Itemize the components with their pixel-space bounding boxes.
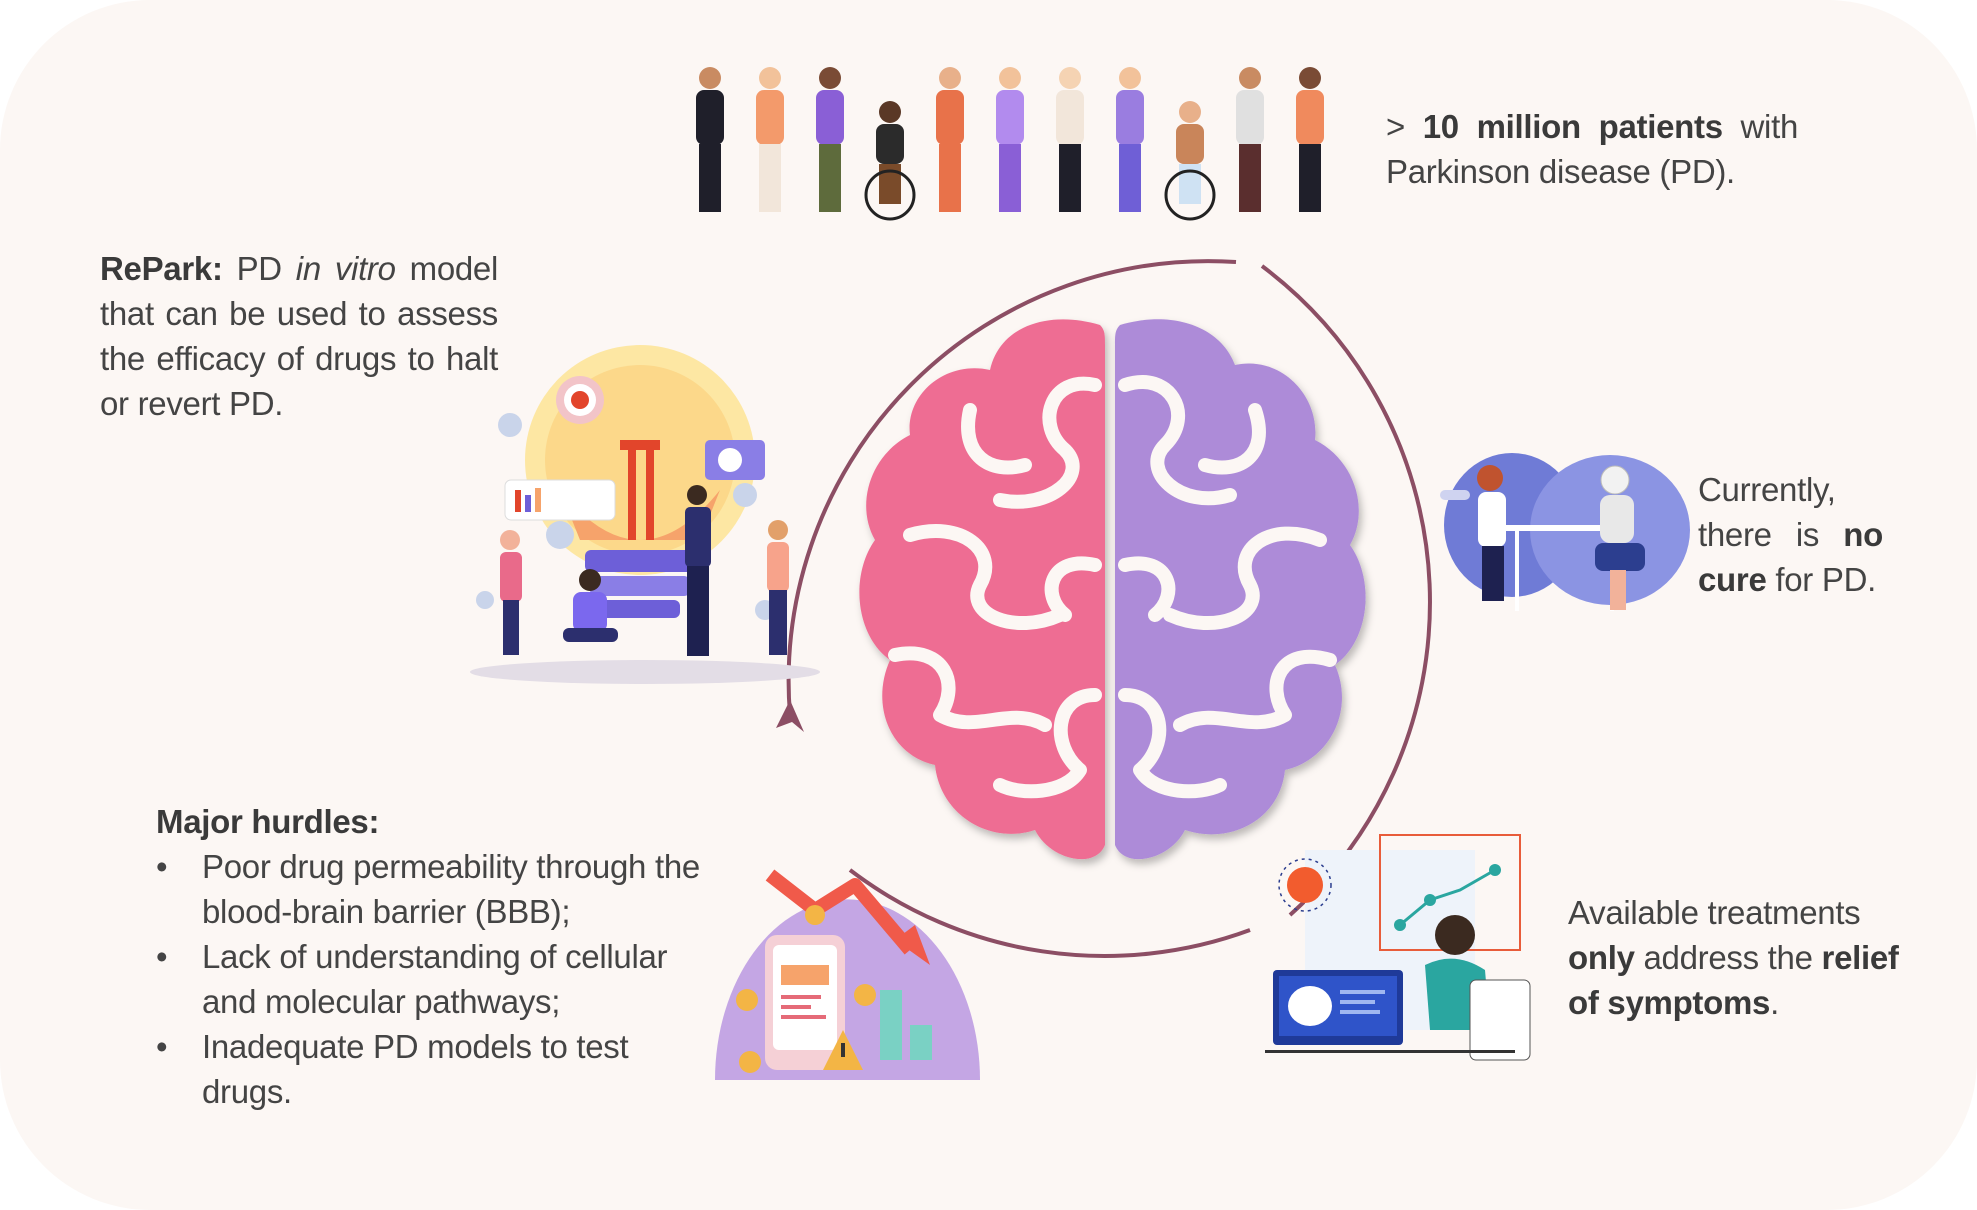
person-head — [759, 67, 781, 89]
person-body — [1176, 124, 1204, 164]
person-legs — [819, 144, 841, 212]
brain-icon — [859, 319, 1366, 860]
person-head — [1119, 67, 1141, 89]
financial-decline-illustration — [715, 869, 980, 1080]
repark-label: RePark: — [100, 250, 223, 287]
cycle-arrowhead — [776, 700, 804, 732]
treatments-text: Available treatments only address the re… — [1568, 894, 1899, 1021]
person-head — [1059, 67, 1081, 89]
person-body — [816, 90, 844, 145]
person-legs — [699, 144, 721, 212]
wheelchair-wheel — [864, 169, 916, 221]
person-body — [936, 90, 964, 145]
person-body — [876, 124, 904, 164]
repark-text: RePark: PD in vitro model that can be us… — [100, 250, 499, 422]
doctor-consultation-illustration — [1440, 453, 1690, 611]
person-legs — [879, 164, 901, 204]
person-body — [696, 90, 724, 145]
person-head — [1179, 101, 1201, 123]
hurdle-item: Inadequate PD models to test drugs. — [156, 1024, 716, 1114]
person-body — [1296, 90, 1324, 145]
hurdles-title: Major hurdles: — [156, 803, 380, 840]
cycle-arc-right — [1260, 264, 1432, 917]
patients-crowd-illustration — [696, 67, 1324, 221]
person-head — [819, 67, 841, 89]
person-legs — [1299, 144, 1321, 212]
person-body — [1116, 90, 1144, 145]
person-legs — [759, 144, 781, 212]
hurdle-item: Lack of understanding of cellular and mo… — [156, 934, 716, 1024]
person-body — [1056, 90, 1084, 145]
person-legs — [939, 144, 961, 212]
person-head — [879, 101, 901, 123]
patients-count: 10 million patients — [1422, 108, 1723, 145]
person-legs — [999, 144, 1021, 212]
person-legs — [1179, 164, 1201, 204]
hurdle-item: Poor drug permeability through the blood… — [156, 844, 716, 934]
cycle-arc-bottom — [848, 868, 1251, 958]
person-legs — [1119, 144, 1141, 212]
wheelchair-wheel — [1164, 169, 1216, 221]
person-head — [1239, 67, 1261, 89]
person-body — [756, 90, 784, 145]
hurdles-list: Poor drug permeability through the blood… — [156, 844, 716, 1114]
person-head — [999, 67, 1021, 89]
cycle-arc-left — [786, 259, 1237, 716]
person-body — [996, 90, 1024, 145]
no-cure-text: Currently, there is no cure for PD. — [1698, 471, 1883, 598]
scientist-computer-illustration — [1265, 834, 1531, 1061]
person-legs — [1059, 144, 1081, 212]
major-hurdles: Major hurdles: Poor drug permeability th… — [156, 799, 716, 1114]
person-legs — [1239, 144, 1261, 212]
lightbulb-team-illustration — [470, 345, 820, 684]
person-body — [1236, 90, 1264, 145]
person-head — [1299, 67, 1321, 89]
person-head — [699, 67, 721, 89]
person-head — [939, 67, 961, 89]
patients-text: > 10 million patients with Parkinson dis… — [1386, 108, 1799, 190]
